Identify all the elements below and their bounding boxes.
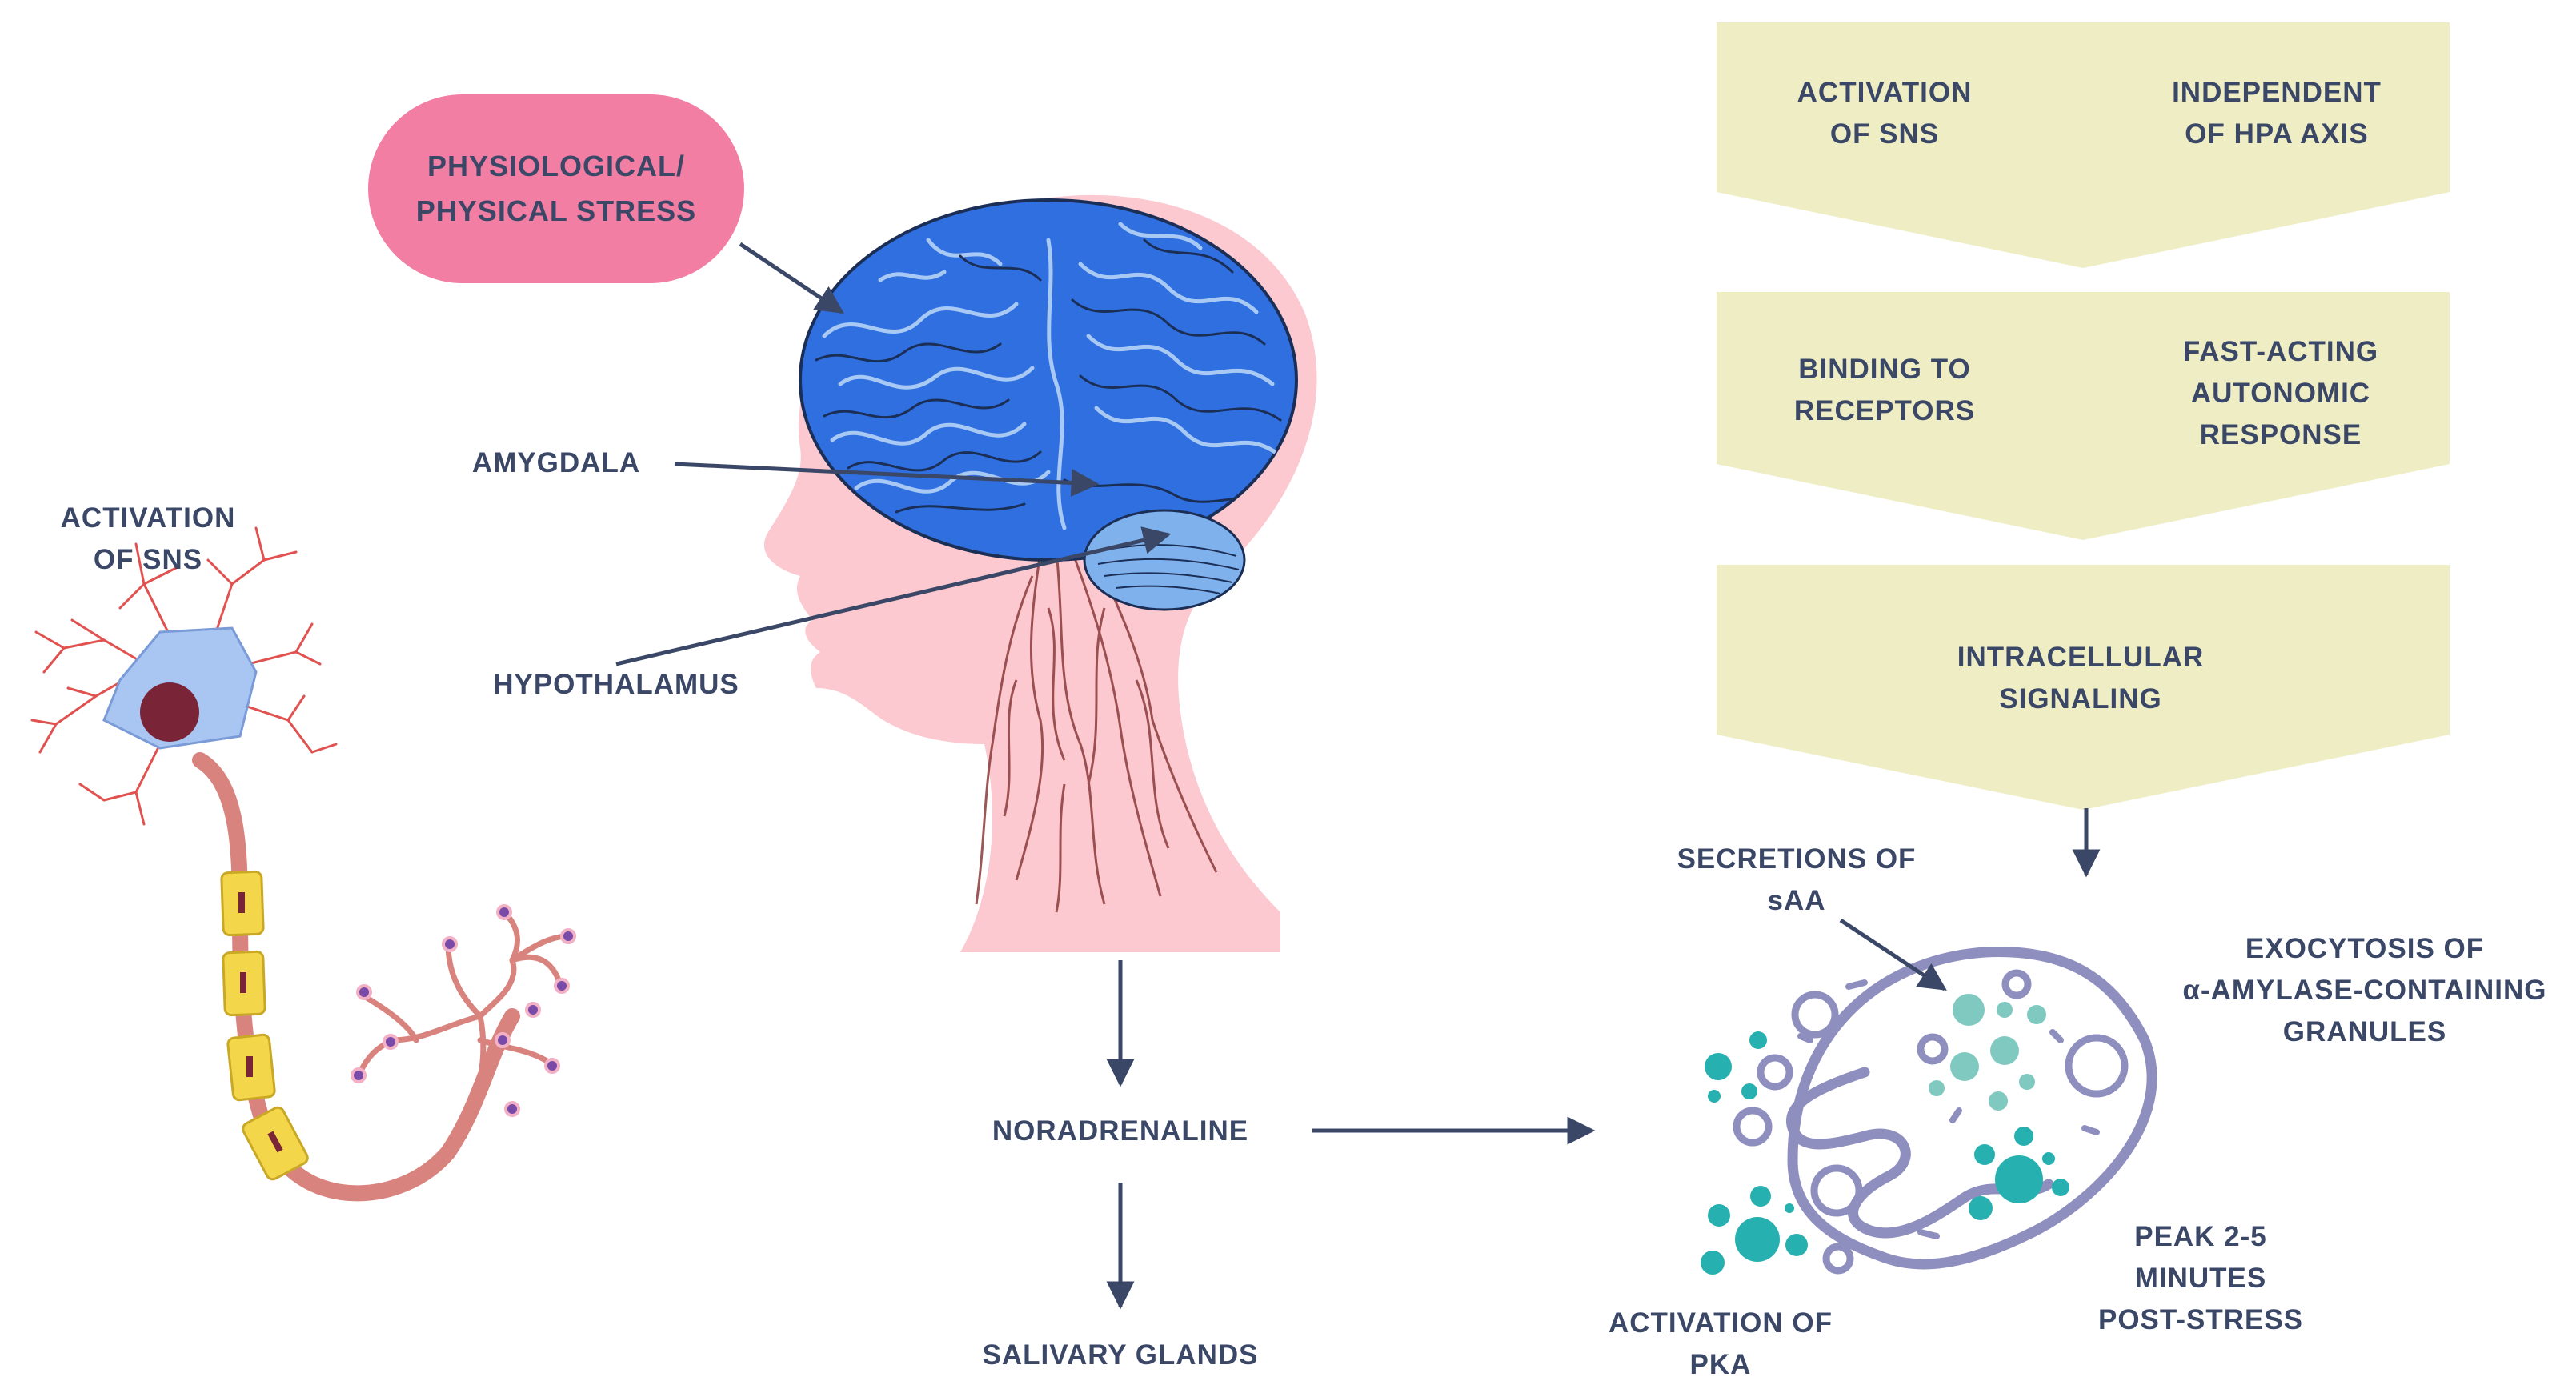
brain-icon <box>799 198 1298 611</box>
chevron-1 <box>1717 22 2450 268</box>
stress-to-brain-arrow <box>739 242 844 314</box>
noradrenaline-label: NORADRENALINE <box>992 1115 1249 1147</box>
stress-pill: PHYSIOLOGICAL/ PHYSICAL STRESS <box>368 94 744 283</box>
arrows <box>615 242 2101 1310</box>
hypothalamus-label: HYPOTHALAMUS <box>493 669 739 700</box>
acinar-cell-icon <box>1701 947 2157 1275</box>
stress-label-line2: PHYSICAL STRESS <box>415 194 697 227</box>
chevron-2 <box>1717 292 2450 540</box>
chevron-shapes <box>1717 22 2450 810</box>
amygdala-label: AMYGDALA <box>471 447 641 478</box>
secretions-pointer <box>1839 918 1947 991</box>
chevron-3 <box>1717 565 2450 810</box>
salivary-glands-label: SALIVARY GLANDS <box>982 1339 1259 1371</box>
neuron-icon <box>30 526 576 1202</box>
amygdala-pointer <box>674 462 1100 497</box>
hypothalamus-pointer <box>615 526 1172 666</box>
neuron-label: ACTIVATION OF SNS <box>60 502 236 575</box>
stress-label-line1: PHYSIOLOGICAL/ <box>427 150 686 182</box>
